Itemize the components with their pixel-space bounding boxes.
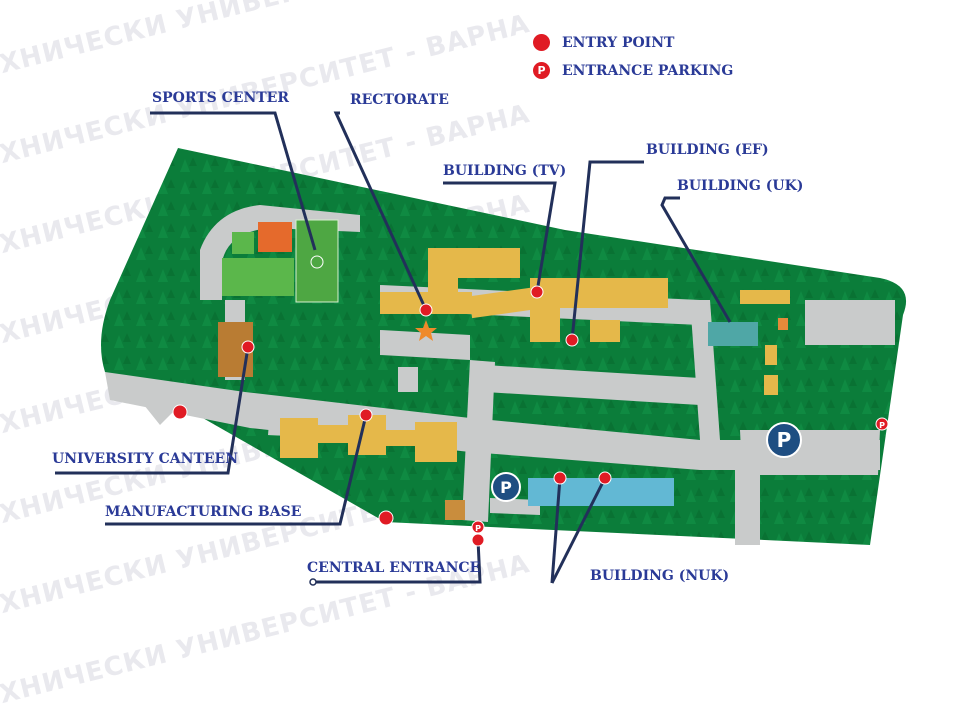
- entry-point-marker[interactable]: [359, 408, 373, 422]
- entry-point-marker[interactable]: [553, 471, 567, 485]
- parking-symbol: P: [500, 478, 512, 497]
- entry-point-marker[interactable]: [565, 333, 579, 347]
- entry-point-marker[interactable]: [378, 510, 394, 526]
- label-building-ef[interactable]: BUILDING (EF): [646, 142, 769, 158]
- buildings: [280, 248, 790, 520]
- pointer-end: [309, 578, 317, 586]
- parking-symbol: P: [475, 524, 481, 533]
- legend-entry-point-label: ENTRY POINT: [562, 34, 675, 51]
- label-university-canteen[interactable]: UNIVERSITY CANTEEN: [52, 451, 239, 467]
- campus-map: P P P P: [55, 111, 907, 586]
- entry-point-marker[interactable]: [419, 303, 433, 317]
- sports-center-fields: [222, 219, 339, 303]
- label-building-uk[interactable]: BUILDING (UK): [677, 178, 804, 194]
- entry-point-icon: [533, 34, 550, 51]
- parking-symbol: P: [777, 428, 792, 452]
- parking-sign[interactable]: P: [491, 472, 521, 502]
- label-building-nuk[interactable]: BUILDING (NUK): [590, 568, 730, 584]
- legend-entrance-parking-label: ENTRANCE PARKING: [562, 62, 734, 79]
- entry-point-marker[interactable]: [598, 471, 612, 485]
- label-central-entrance[interactable]: CENTRAL ENTRANCE: [307, 560, 481, 576]
- parking-sign[interactable]: P: [766, 422, 802, 458]
- pointer-lines: [55, 111, 732, 584]
- label-manufacturing-base[interactable]: MANUFACTURING BASE: [105, 504, 302, 520]
- star-icon: [415, 320, 437, 341]
- entry-point-marker[interactable]: [530, 285, 544, 299]
- entry-points: [172, 285, 612, 547]
- entry-point-marker[interactable]: [241, 340, 255, 354]
- parking-symbol: P: [879, 421, 885, 430]
- label-sports-center[interactable]: SPORTS CENTER: [152, 90, 289, 106]
- entrance-parking-marker[interactable]: P: [875, 417, 889, 431]
- label-rectorate[interactable]: RECTORATE: [350, 92, 449, 108]
- entry-point-marker[interactable]: [471, 533, 485, 547]
- entrance-parking-icon: P: [533, 62, 550, 79]
- legend-entrance-parking: P ENTRANCE PARKING: [533, 62, 733, 79]
- uk-building: [708, 322, 758, 346]
- legend-entry-point: ENTRY POINT: [533, 34, 674, 51]
- label-building-tv[interactable]: BUILDING (TV): [443, 163, 567, 179]
- entry-point-marker[interactable]: [172, 404, 188, 420]
- entrance-parking-marker[interactable]: P: [471, 520, 485, 534]
